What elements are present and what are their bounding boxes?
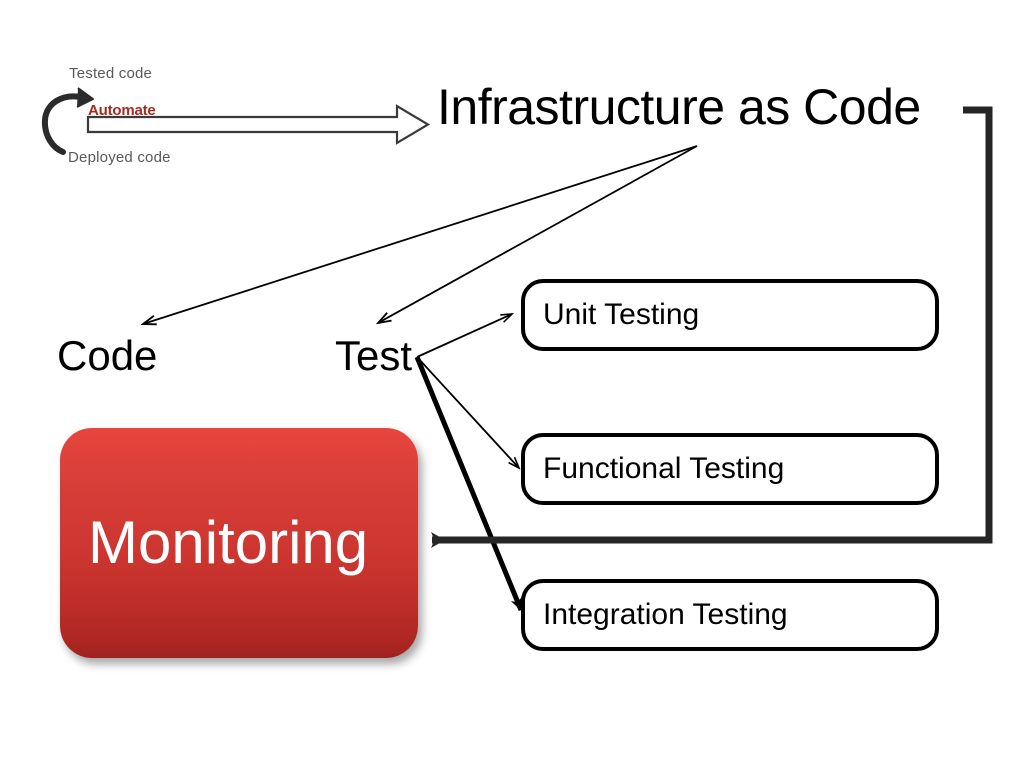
test-box-label: Functional Testing xyxy=(543,452,785,485)
deployed-code-label: Deployed code xyxy=(68,149,171,166)
monitoring-label: Monitoring xyxy=(88,509,369,576)
test-box-unit-testing[interactable]: Unit Testing xyxy=(521,279,939,351)
test-to-unit-arrow xyxy=(416,314,512,358)
stage-label-code: Code xyxy=(57,332,158,379)
stage-label-test: Test xyxy=(335,332,413,379)
test-to-integration-arrow xyxy=(414,356,524,611)
test-box-functional-testing[interactable]: Functional Testing xyxy=(521,433,939,505)
test-box-label: Integration Testing xyxy=(543,598,788,631)
monitoring-box[interactable]: Monitoring xyxy=(60,428,418,658)
automate-cycle-arrow xyxy=(41,87,94,155)
test-box-integration-testing[interactable]: Integration Testing xyxy=(521,579,939,651)
test-box-label: Unit Testing xyxy=(543,298,700,331)
automate-label: Automate xyxy=(88,102,156,119)
tested-code-label: Tested code xyxy=(69,65,153,82)
test-to-functional-arrow xyxy=(416,356,519,468)
page-title: Infrastructure as Code xyxy=(437,79,921,135)
